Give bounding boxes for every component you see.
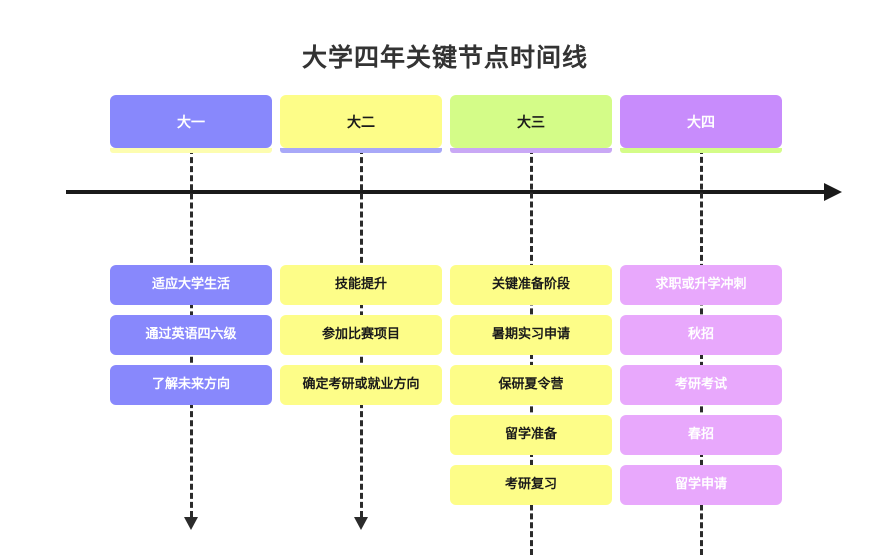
event-shadow-bar [620,505,782,509]
event-shadow-bar [280,355,442,359]
column-year-1: 大一适应大学生活通过英语四六级了解未来方向 [110,95,272,409]
event-box[interactable]: 通过英语四六级 [110,315,272,359]
year-header-year-2[interactable]: 大二 [280,95,442,153]
event-shadow-bar [450,505,612,509]
column-year-4: 大四求职或升学冲刺秋招考研考试春招留学申请 [620,95,782,509]
event-box[interactable]: 技能提升 [280,265,442,309]
event-shadow-bar [280,305,442,309]
event-shadow-bar [280,405,442,409]
column-year-2: 大二技能提升参加比赛项目确定考研或就业方向 [280,95,442,409]
event-shadow-bar [620,455,782,459]
event-shadow-bar [620,405,782,409]
timeline-arrow-right-icon [824,183,842,201]
event-shadow-bar [620,305,782,309]
year-header-year-1[interactable]: 大一 [110,95,272,153]
year-header-year-4[interactable]: 大四 [620,95,782,153]
event-box[interactable]: 求职或升学冲刺 [620,265,782,309]
page-title: 大学四年关键节点时间线 [301,43,588,72]
header-shadow-bar [620,148,782,153]
event-box[interactable]: 确定考研或就业方向 [280,365,442,409]
event-box[interactable]: 关键准备阶段 [450,265,612,309]
header-shadow-bar [280,148,442,153]
event-list-year-2: 技能提升参加比赛项目确定考研或就业方向 [280,265,442,415]
event-shadow-bar [110,355,272,359]
event-box[interactable]: 留学申请 [620,465,782,509]
header-shadow-bar [110,148,272,153]
event-shadow-bar [110,405,272,409]
column-year-3: 大三关键准备阶段暑期实习申请保研夏令营留学准备考研复习 [450,95,612,509]
event-list-year-3: 关键准备阶段暑期实习申请保研夏令营留学准备考研复习 [450,265,612,515]
year-header-year-3[interactable]: 大三 [450,95,612,153]
event-box[interactable]: 秋招 [620,315,782,359]
event-list-year-4: 求职或升学冲刺秋招考研考试春招留学申请 [620,265,782,515]
event-shadow-bar [620,355,782,359]
event-shadow-bar [450,355,612,359]
event-box[interactable]: 考研复习 [450,465,612,509]
event-shadow-bar [110,305,272,309]
timeline-axis-line [66,190,826,194]
event-shadow-bar [450,405,612,409]
event-box[interactable]: 保研夏令营 [450,365,612,409]
event-box[interactable]: 了解未来方向 [110,365,272,409]
event-shadow-bar [450,305,612,309]
event-box[interactable]: 考研考试 [620,365,782,409]
header-shadow-bar [450,148,612,153]
event-box[interactable]: 暑期实习申请 [450,315,612,359]
event-list-year-1: 适应大学生活通过英语四六级了解未来方向 [110,265,272,415]
event-box[interactable]: 春招 [620,415,782,459]
event-shadow-bar [450,455,612,459]
connector-arrow-down-icon-year-2 [354,517,368,530]
event-box[interactable]: 适应大学生活 [110,265,272,309]
event-box[interactable]: 参加比赛项目 [280,315,442,359]
connector-arrow-down-icon-year-1 [184,517,198,530]
event-box[interactable]: 留学准备 [450,415,612,459]
